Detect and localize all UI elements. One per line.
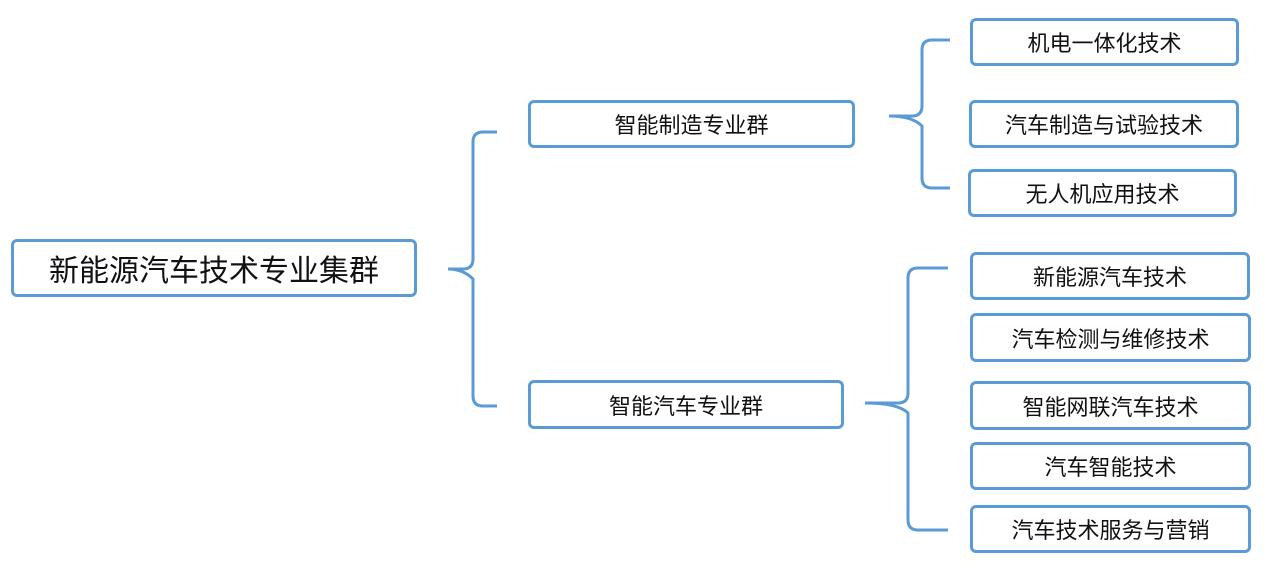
group-node-intelligent-manufacturing: 智能制造专业群 — [528, 100, 855, 148]
leaf-node: 汽车智能技术 — [970, 442, 1251, 490]
group-node-intelligent-vehicle: 智能汽车专业群 — [528, 380, 844, 429]
leaf-node: 汽车技术服务与营销 — [970, 505, 1251, 553]
group-2-bracket — [864, 266, 948, 532]
leaf-node: 无人机应用技术 — [968, 169, 1237, 217]
leaf-node: 机电一体化技术 — [970, 18, 1239, 66]
root-node: 新能源汽车技术专业集群 — [11, 239, 417, 297]
leaf-node: 汽车制造与试验技术 — [969, 100, 1239, 148]
leaf-node: 新能源汽车技术 — [970, 252, 1250, 300]
root-bracket — [447, 130, 497, 408]
group-1-bracket — [888, 38, 950, 190]
leaf-node: 汽车检测与维修技术 — [970, 313, 1251, 362]
leaf-node: 智能网联汽车技术 — [970, 381, 1251, 430]
